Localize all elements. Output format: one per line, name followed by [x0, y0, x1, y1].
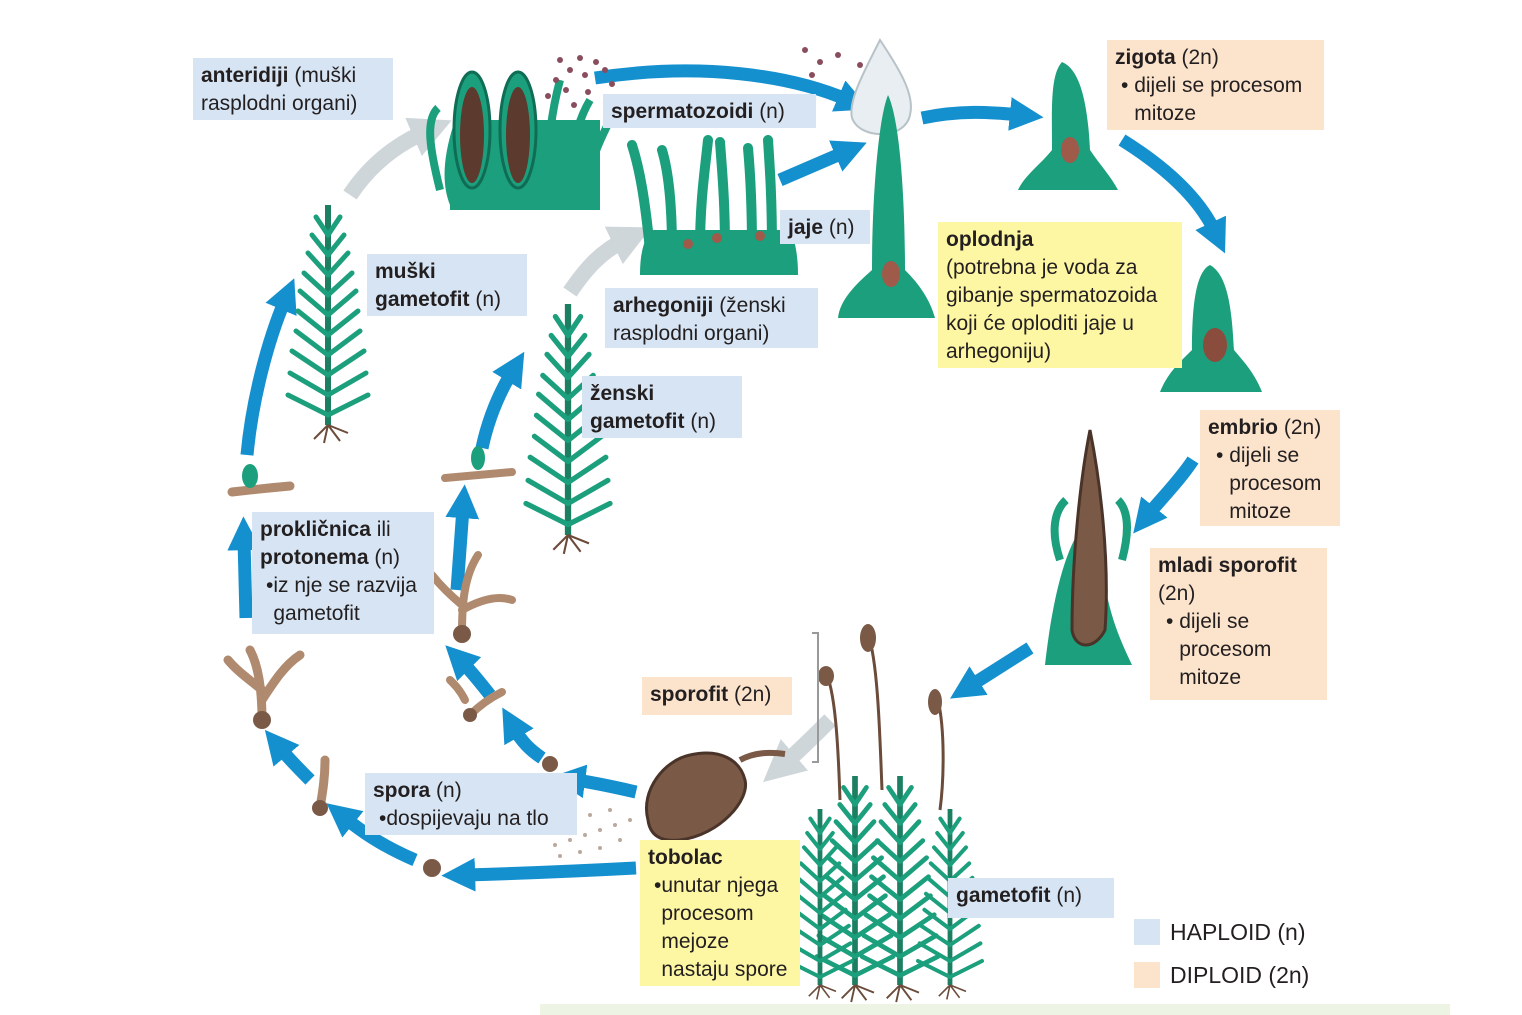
bottom-strip	[540, 1004, 1450, 1015]
label-spora: spora (n) •dospijevaju na tlo	[365, 773, 577, 835]
spores	[423, 756, 558, 877]
label-gametofit: gametofit (n)	[948, 878, 1114, 918]
protonema-inner	[428, 468, 516, 719]
legend-diploid-swatch	[1134, 962, 1160, 988]
label-arhegoniji: arhegoniji (ženski rasplodni organi)	[605, 288, 818, 348]
label-zigota: zigota (2n) • dijeli se procesom • mitoz…	[1107, 40, 1324, 130]
legend-haploid-swatch	[1134, 919, 1160, 945]
legend-haploid-label: HAPLOID (n)	[1170, 919, 1306, 945]
fertilization-illustration	[802, 38, 935, 318]
label-sporofit: sporofit (2n)	[642, 677, 792, 715]
zygote-illustration	[1018, 62, 1118, 190]
grey-arrows	[343, 117, 836, 783]
label-muski-gametofit: muški gametofit (n)	[367, 254, 527, 316]
label-anteridiji: anteridiji (muški rasplodni organi)	[193, 58, 393, 120]
antheridia-illustration	[426, 55, 615, 210]
archegonia-illustration	[627, 135, 798, 275]
label-oplodnja: oplodnja (potrebna je voda za gibanje sp…	[938, 222, 1182, 368]
label-zenski-gametofit: ženski gametofit (n)	[582, 376, 742, 438]
legend-diploid-label: DIPLOID (2n)	[1170, 962, 1310, 988]
label-mladi-sporofit: mladi sporofit (2n) • dijeli se • proces…	[1150, 548, 1327, 700]
label-tobolac: tobolac •unutar njega •procesom •mejoze …	[640, 840, 800, 986]
label-embrio: embrio (2n) • dijeli se • procesom • mit…	[1200, 410, 1340, 526]
male-gametophyte-plant	[288, 205, 368, 443]
label-proklicnica: prokličnica ili protonema (n) •iz nje se…	[252, 512, 434, 634]
mature-moss-illustration	[788, 624, 982, 1002]
embryo-illustration	[1160, 265, 1262, 392]
young-sporophyte-illustration	[1045, 429, 1132, 665]
cycle-arrows	[227, 64, 1226, 892]
label-spermatozoidi: spermatozoidi (n)	[603, 94, 816, 128]
label-jaje: jaje (n)	[780, 210, 870, 244]
